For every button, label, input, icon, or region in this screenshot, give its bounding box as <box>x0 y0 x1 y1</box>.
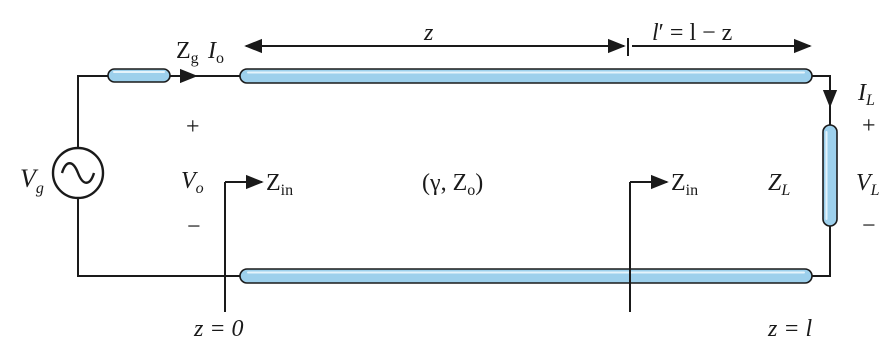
il-label: IL <box>857 80 875 109</box>
dimension-z-label: z <box>423 20 434 46</box>
dimension-arrows <box>244 38 812 56</box>
vo-minus-sign: − <box>187 214 201 240</box>
z-end-label: z = l <box>767 316 813 342</box>
vo-label: Vo <box>181 168 204 197</box>
load-impedance <box>822 124 838 227</box>
transmission-line-bottom-conductor <box>239 268 813 284</box>
vg-label: Vg <box>20 164 44 197</box>
transmission-line-top-conductor <box>239 68 813 84</box>
z0-label: z = 0 <box>193 316 244 342</box>
io-label: Io <box>207 38 224 67</box>
vl-label: VL <box>856 170 880 199</box>
zg-label: Zg <box>176 38 199 67</box>
vl-minus-sign: − <box>862 213 876 239</box>
ac-sine-icon <box>60 162 96 184</box>
vl-plus-sign: + <box>862 113 876 139</box>
zin-label-left: Zin <box>266 170 293 199</box>
zin-label-right: Zin <box>671 170 698 199</box>
zl-label: ZL <box>768 170 790 199</box>
reference-plane-z <box>629 174 669 312</box>
voltage-source <box>51 146 105 200</box>
line-params-label: (γ, Zo) <box>422 170 483 199</box>
dimension-l-prime-label: l′ = l − z <box>652 20 732 46</box>
generator-impedance <box>107 68 171 83</box>
vo-plus-sign: + <box>186 114 200 140</box>
reference-plane-z0 <box>224 174 264 312</box>
